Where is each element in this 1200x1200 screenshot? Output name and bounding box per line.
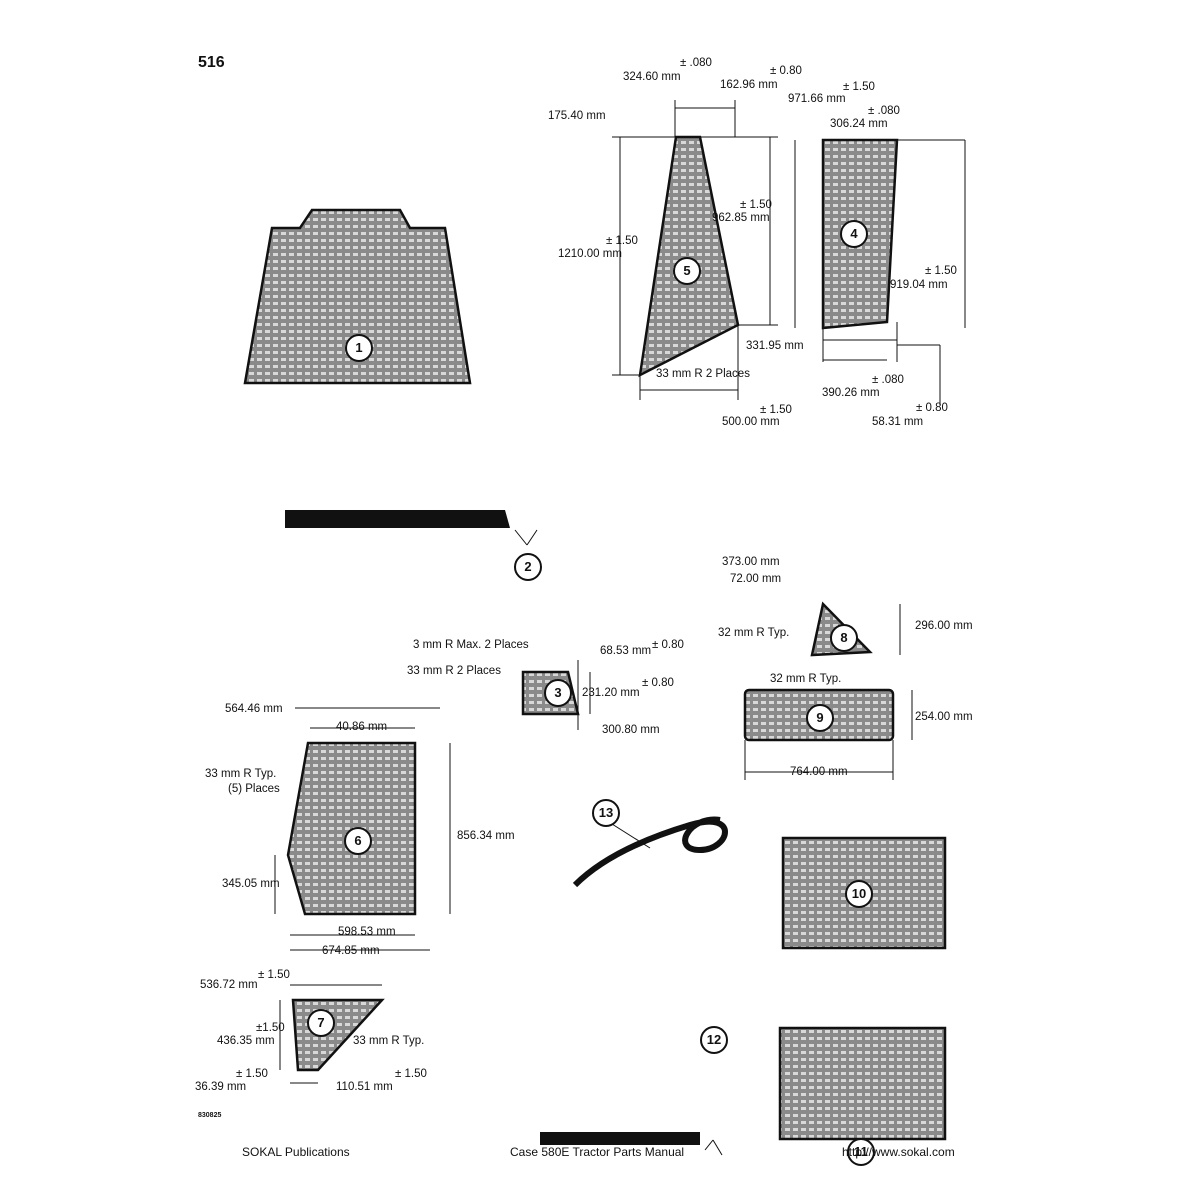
dim-label: 436.35 mm <box>217 1035 275 1047</box>
dim-label: 296.00 mm <box>915 620 973 632</box>
dim-label: 110.51 mm <box>336 1081 393 1093</box>
dim-label: 345.05 mm <box>222 878 280 890</box>
dim-label: 674.85 mm <box>322 945 380 957</box>
dim-label: ± 1.50 <box>395 1068 427 1080</box>
callout-7: 7 <box>307 1009 335 1037</box>
callout-1: 1 <box>345 334 373 362</box>
dim-label: 300.80 mm <box>602 724 660 736</box>
dim-label: ± .080 <box>868 105 900 117</box>
dim-label: 331.95 mm <box>746 340 804 352</box>
dim-label: 306.24 mm <box>830 118 888 130</box>
dim-label: 40.86 mm <box>336 721 388 733</box>
dim-label: 3 mm R Max. 2 Places <box>413 639 529 651</box>
part-11-panel <box>778 1026 947 1141</box>
callout-8: 8 <box>830 624 858 652</box>
callout-3: 3 <box>544 679 572 707</box>
part-5-panel <box>638 135 740 378</box>
callout-9: 9 <box>806 704 834 732</box>
dim-label: ± 1.50 <box>236 1068 268 1080</box>
dim-label: 32 mm R Typ. <box>718 627 790 639</box>
dim-label: 971.66 mm <box>788 93 846 105</box>
dim-label: ± 1.50 <box>740 199 772 211</box>
dim-label: 564.46 mm <box>225 703 283 715</box>
dim-label: 68.53 mm <box>600 645 652 657</box>
dim-label: 324.60 mm <box>623 71 681 83</box>
part-12-strip <box>540 1132 700 1145</box>
dim-label: ± 0.80 <box>770 65 802 77</box>
footer-publisher: SOKAL Publications <box>242 1145 350 1159</box>
figure-code: 830825 <box>198 1112 222 1119</box>
dim-label: 254.00 mm <box>915 711 973 723</box>
dim-label: 175.40 mm <box>548 110 606 122</box>
dim-label: 1210.00 mm <box>558 248 622 260</box>
dim-label: 33 mm R Typ. <box>353 1035 425 1047</box>
dim-label: 33 mm R 2 Places <box>407 665 501 677</box>
dim-label: ± 1.50 <box>843 81 875 93</box>
callout-6: 6 <box>344 827 372 855</box>
dim-label: 536.72 mm <box>200 979 258 991</box>
dim-label: ± 0.80 <box>642 677 674 689</box>
dim-label: 72.00 mm <box>730 573 782 585</box>
dim-label: 162.96 mm <box>720 79 778 91</box>
callout-12: 12 <box>700 1026 728 1054</box>
dim-label: ± 1.50 <box>606 235 638 247</box>
dimension-lines <box>274 100 966 1156</box>
footer-url[interactable]: http://www.sokal.com <box>842 1145 955 1159</box>
dim-label: 598.53 mm <box>338 926 396 938</box>
dim-label: 32 mm R Typ. <box>770 673 842 685</box>
dim-label: 36.39 mm <box>195 1081 247 1093</box>
dim-label: 764.00 mm <box>790 766 848 778</box>
callout-13: 13 <box>592 799 620 827</box>
dim-label: ± 0.80 <box>652 639 684 651</box>
dim-label: 58.31 mm <box>872 416 924 428</box>
dim-label: ±1.50 <box>256 1022 285 1034</box>
dim-label: ± 1.50 <box>258 969 290 981</box>
dim-label: ± 1.50 <box>925 265 957 277</box>
callout-11: 11 <box>847 1138 875 1166</box>
dim-label: 390.26 mm <box>822 387 880 399</box>
callout-4: 4 <box>840 220 868 248</box>
part-13-cable <box>572 816 728 888</box>
dim-label: (5) Places <box>228 783 280 795</box>
dim-label: 856.34 mm <box>457 830 515 842</box>
dim-label: 500.00 mm <box>722 416 780 428</box>
dim-label: 919.04 mm <box>890 279 948 291</box>
part-1-panel <box>243 208 472 385</box>
dim-label: 33 mm R Typ. <box>205 768 277 780</box>
dim-label: ± 1.50 <box>760 404 792 416</box>
footer-title: Case 580E Tractor Parts Manual <box>510 1145 685 1159</box>
page-number: 516 <box>198 54 225 71</box>
dim-label: 962.85 mm <box>712 212 770 224</box>
callout-5: 5 <box>673 257 701 285</box>
dim-label: 231.20 mm <box>582 687 640 699</box>
dim-label: ± 0.80 <box>916 402 948 414</box>
dim-label: ± .080 <box>680 57 712 69</box>
dim-label: 373.00 mm <box>722 556 780 568</box>
part-2-strip <box>285 510 510 528</box>
callout-10: 10 <box>845 880 873 908</box>
dim-label: ± .080 <box>872 374 904 386</box>
callout-2: 2 <box>514 553 542 581</box>
dim-label: 33 mm R 2 Places <box>656 368 750 380</box>
